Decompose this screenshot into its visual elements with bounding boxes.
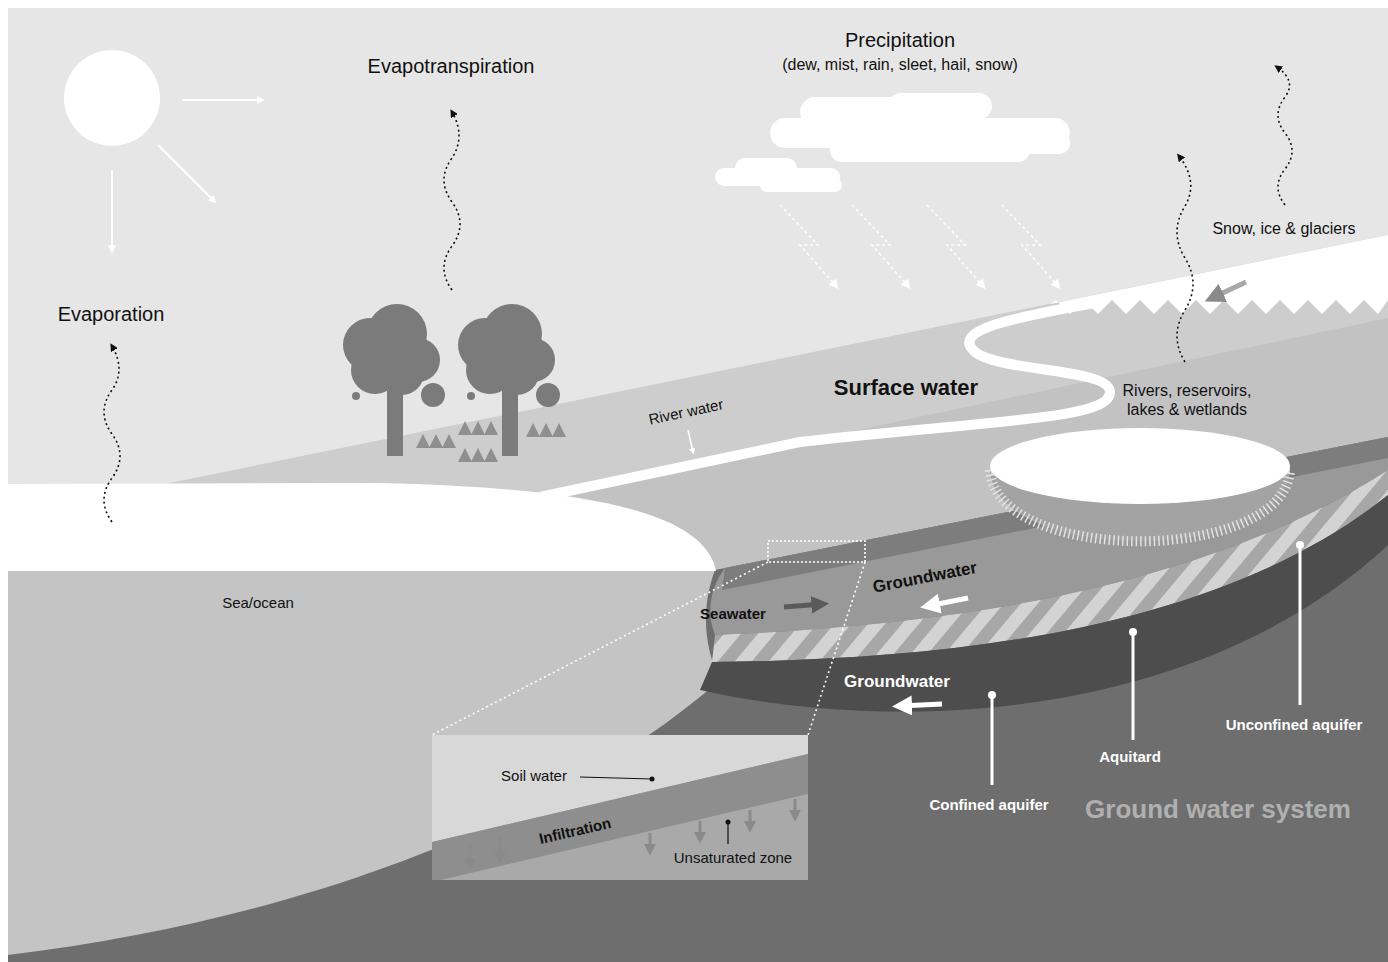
flow-label: Seawater xyxy=(700,605,766,623)
region-label: Surface water xyxy=(834,375,978,401)
layer-label: Unconfined aquifer xyxy=(1226,716,1363,734)
process-label: Precipitation xyxy=(845,28,955,52)
process-label: Evaporation xyxy=(58,302,165,326)
process-label: Infiltration xyxy=(537,814,612,848)
layer-label: Confined aquifer xyxy=(929,796,1048,814)
store-label: Snow, ice & glaciers xyxy=(1212,219,1355,238)
system-title: Ground water system xyxy=(1085,794,1351,825)
inset-box: Soil waterInfiltrationUnsaturated zone xyxy=(432,735,808,880)
note-label: (dew, mist, rain, sleet, hail, snow) xyxy=(782,55,1018,74)
zone-label: Soil water xyxy=(501,767,567,785)
flow-label: Groundwater xyxy=(844,672,950,692)
zone-label: Unsaturated zone xyxy=(674,849,792,867)
process-label: Evapotranspiration xyxy=(368,54,535,78)
layer-label: Aquitard xyxy=(1099,748,1161,766)
store-label: Sea/ocean xyxy=(222,594,294,612)
store-label: Rivers, reservoirs, lakes & wetlands xyxy=(1107,381,1267,419)
